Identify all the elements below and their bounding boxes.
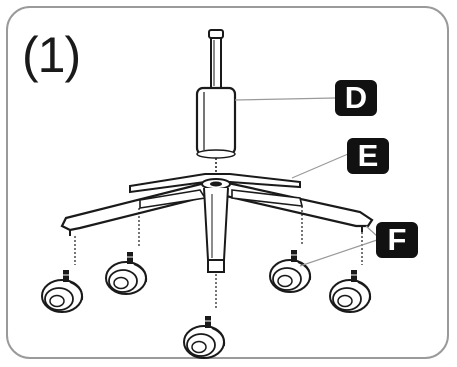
caster [329,269,372,313]
five-star-base [60,173,374,273]
caster [105,251,148,295]
leader-lines [234,97,378,267]
caster [41,269,84,313]
caster-guide-lines [74,206,363,310]
gas-lift [195,29,237,180]
part-label-f: F [376,222,418,258]
part-label-e: E [347,138,389,174]
part-label-d: D [335,80,377,116]
step-number: (1) [22,27,81,83]
caster [183,315,226,359]
caster [269,249,312,293]
